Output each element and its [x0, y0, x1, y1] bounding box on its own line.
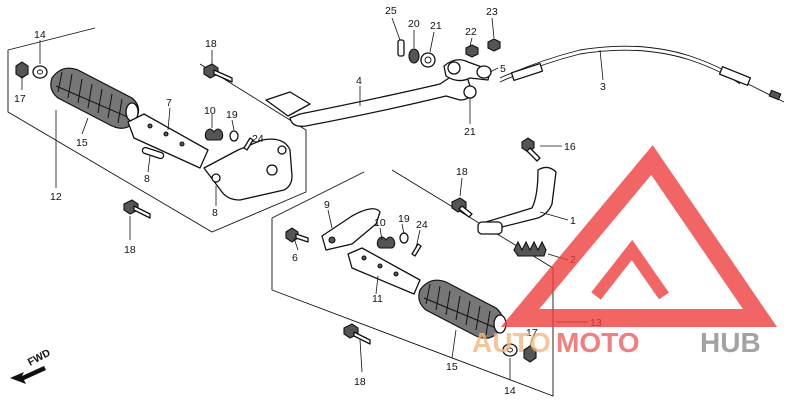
bracket-9	[321, 208, 381, 251]
spring-2	[513, 240, 547, 257]
callout-21-lower: 21	[464, 126, 476, 138]
spring-20	[408, 48, 420, 64]
callout-23: 23	[486, 6, 498, 18]
nut-23	[487, 38, 501, 52]
callout-12: 12	[50, 191, 62, 203]
callout-9: 9	[324, 199, 330, 211]
callout-1: 1	[570, 215, 576, 227]
nut-17-upper	[15, 61, 29, 79]
washer-21-lower	[463, 85, 477, 99]
fwd-label: FWD	[26, 347, 53, 369]
callout-4: 4	[356, 75, 362, 87]
washer-19-lower	[399, 232, 409, 244]
callout-19-upper: 19	[226, 109, 238, 121]
callout-11: 11	[372, 293, 383, 305]
clevis-5	[476, 65, 492, 79]
bracket-11	[347, 247, 421, 295]
callout-17-upper: 17	[14, 93, 26, 105]
callout-15-upper: 15	[76, 137, 88, 149]
bolt-18-center	[451, 197, 473, 218]
bracket-7-upper	[127, 113, 209, 169]
callout-16: 16	[564, 141, 576, 153]
callout-20: 20	[408, 18, 420, 30]
callout-7: 7	[166, 97, 172, 109]
callout-21-upper: 21	[430, 20, 442, 32]
footpeg-rubber-15-upper	[50, 67, 140, 129]
callout-10-lower: 10	[374, 217, 386, 229]
watermark-moto: MOTO	[556, 327, 639, 358]
washer-19-upper	[229, 130, 239, 142]
callout-10-upper: 10	[204, 105, 216, 117]
brake-pedal-4	[265, 74, 473, 127]
automotohub-watermark: AUTO MOTO HUB	[472, 145, 778, 358]
callout-17-lower: 17	[526, 327, 538, 339]
callout-14-lower: 14	[504, 385, 516, 397]
washer-14-upper	[32, 65, 48, 79]
callout-24-upper: 24	[252, 133, 264, 145]
bolt-18-lower-left	[123, 199, 151, 219]
brake-cable-3	[499, 45, 785, 103]
plate-8-upper	[203, 138, 293, 201]
callout-18-bottom: 18	[354, 376, 366, 388]
pin-25	[397, 39, 405, 57]
callout-14-upper: 14	[34, 29, 46, 41]
callout-19-lower: 19	[398, 213, 410, 225]
shift-pedal-1	[477, 166, 557, 235]
footpeg-rubber-15-lower	[418, 279, 507, 339]
watermark-triangle-logo	[500, 145, 778, 327]
bolt-22	[465, 44, 479, 58]
callout-18-upper: 18	[205, 38, 217, 50]
callout-3: 3	[600, 81, 606, 93]
spring-10-upper	[204, 128, 224, 141]
callout-22: 22	[465, 26, 477, 38]
bolt-18-bottom	[343, 323, 371, 345]
cotter-pin-24-upper	[243, 137, 254, 151]
callout-15-lower: 15	[446, 361, 458, 373]
fwd-arrow-icon: FWD	[10, 347, 53, 384]
callout-6: 6	[292, 252, 298, 264]
callout-5: 5	[500, 63, 506, 75]
bolt-16	[521, 137, 541, 162]
spring-10-lower	[376, 236, 396, 249]
bolt-6	[285, 227, 309, 243]
washer-14-lower	[502, 343, 518, 357]
callout-24-lower: 24	[416, 219, 428, 231]
watermark-auto: AUTO	[472, 327, 551, 358]
washer-21-upper	[420, 52, 436, 68]
callout-8-upper: 8	[144, 173, 150, 185]
callout-18-lower-left: 18	[124, 244, 136, 256]
pin-8-upper	[141, 146, 165, 160]
callout-8-lower: 8	[212, 207, 218, 219]
bolt-18-upper	[203, 63, 233, 83]
callout-18-center: 18	[456, 166, 468, 178]
watermark-hub: HUB	[700, 327, 761, 358]
callout-25: 25	[385, 5, 397, 17]
